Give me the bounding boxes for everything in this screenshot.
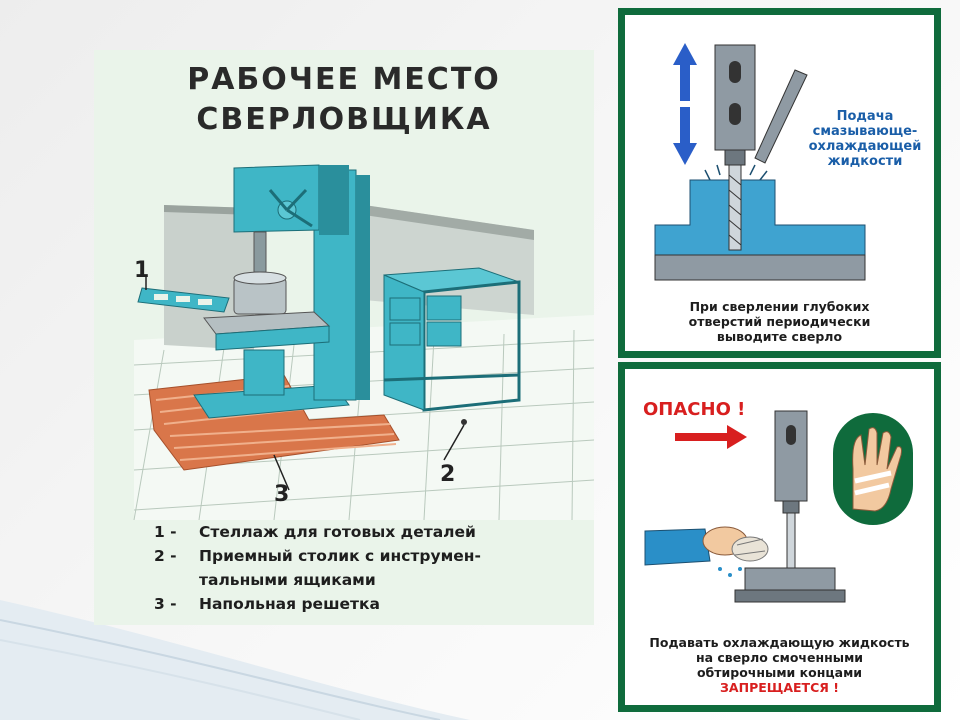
up-down-arrow-icon (673, 43, 697, 165)
caption-line: отверстий периодически (688, 314, 871, 329)
coolant-feed-label-line: Подача (836, 109, 894, 124)
legend-number: 1 - (154, 523, 177, 541)
legend-text: Приемный столик с инструмен- (199, 547, 481, 565)
legend-item: 3 - Напольная решетка (154, 592, 584, 616)
caption-line: обтирочными концами (696, 665, 863, 680)
forbidden-label: ЗАПРЕЩАЕТСЯ ! (720, 680, 839, 695)
caption-line: Подавать охлаждающую жидкость (649, 635, 910, 650)
callout-rack: 1 (134, 258, 150, 283)
legend-number: 3 - (154, 595, 177, 613)
legend-number: 2 - (154, 547, 177, 565)
danger-label: ОПАСНО ! (643, 399, 746, 420)
legend-item: 2 - Приемный столик с инструмен- (154, 544, 584, 568)
arrow-right-icon (675, 425, 747, 449)
caption-line: При сверлении глубоких (689, 299, 870, 314)
coolant-feed-label-line: жидкости (827, 154, 903, 169)
poster-title-line-2: СВЕРЛОВЩИКА (196, 102, 492, 137)
deep-drilling-illustration (654, 43, 866, 281)
caption-line: на сверло смоченными (695, 650, 864, 665)
deep-drilling-panel: Подача смазывающе- охлаждающей жидкости … (618, 8, 941, 358)
callout-floor-grate: 3 (274, 482, 290, 507)
legend-text: Напольная решетка (199, 595, 381, 613)
callout-side-table: 2 (440, 462, 456, 487)
legend-item: тальными ящиками (154, 568, 584, 592)
coolant-danger-panel: ОПАСНО ! Подавать охлаждающую жидкость н… (618, 362, 941, 712)
legend-text: Стеллаж для готовых деталей (199, 523, 476, 541)
poster-title: РАБОЧЕЕ МЕСТО СВЕРЛОВЩИКА (94, 60, 594, 140)
legend-number (154, 568, 199, 592)
legend-text: тальными ящиками (199, 571, 376, 589)
coolant-feed-label-line: смазывающе- (812, 124, 918, 139)
drillers-workplace-poster: РАБОЧЕЕ МЕСТО СВЕРЛОВЩИКА 1 2 3 1 - Стел… (94, 50, 594, 625)
coolant-feed-label-line: охлаждающей (808, 139, 922, 154)
coolant-feed-label: Подача смазывающе- охлаждающей жидкости (795, 109, 935, 169)
legend: 1 - Стеллаж для готовых деталей 2 - Прие… (154, 520, 584, 616)
caption-line: выводите сверло (716, 329, 843, 344)
coolant-danger-caption: Подавать охлаждающую жидкость на сверло … (625, 635, 934, 695)
coolant-danger-illustration (644, 410, 913, 603)
deep-drilling-caption: При сверлении глубоких отверстий периоди… (625, 299, 934, 344)
workplace-illustration (133, 164, 594, 520)
poster-title-line-1: РАБОЧЕЕ МЕСТО (187, 62, 501, 97)
legend-item: 1 - Стеллаж для готовых деталей (154, 520, 584, 544)
